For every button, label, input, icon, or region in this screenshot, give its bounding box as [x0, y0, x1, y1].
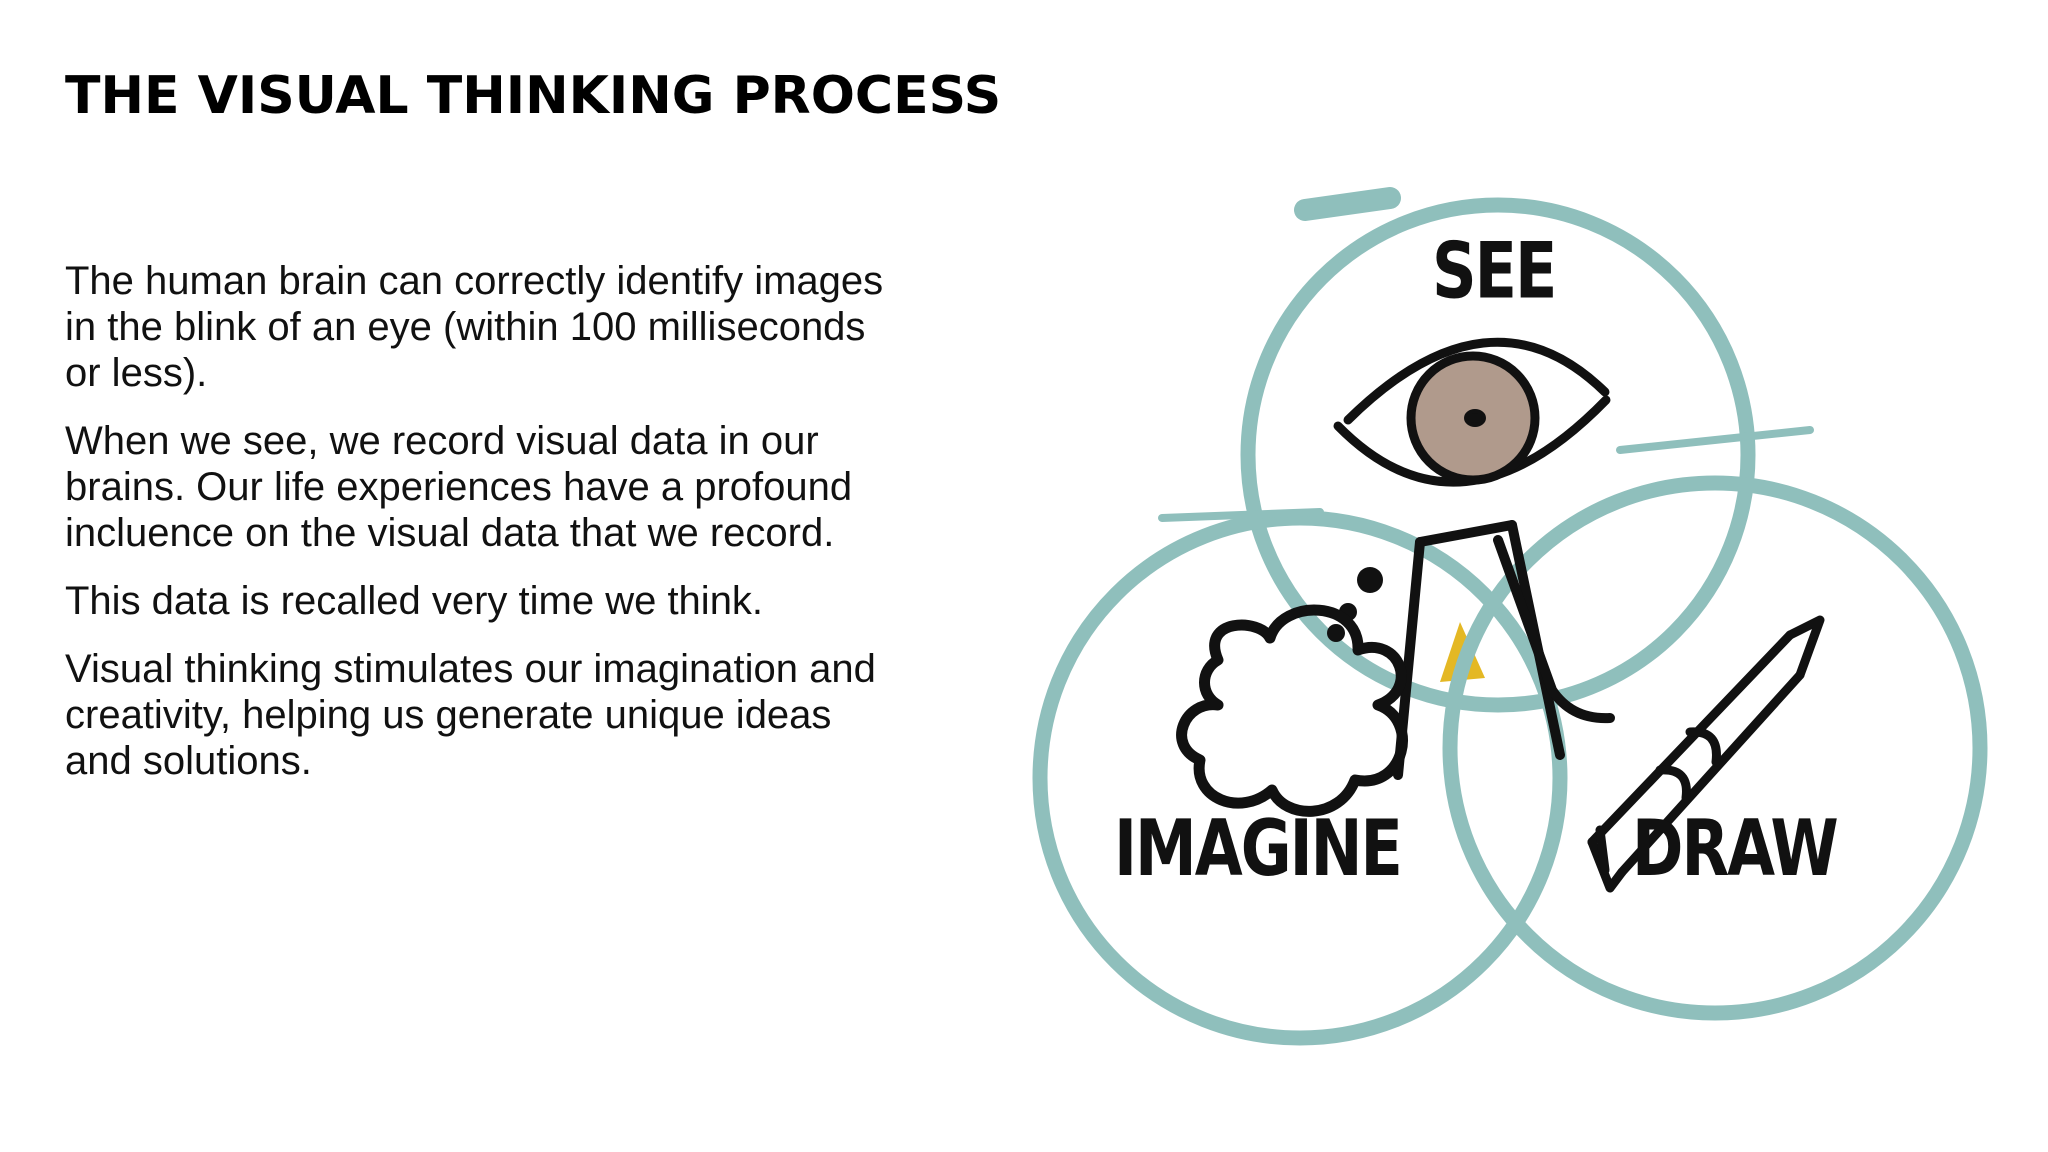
paragraph-record: When we see, we record visual data in ou…	[65, 419, 853, 555]
draw-circle-tail	[1616, 426, 1814, 454]
paragraph-blink: The human brain can correctly identify i…	[65, 259, 884, 395]
draw-label: DRAW	[1632, 803, 1837, 894]
imagine-circle	[1032, 510, 1568, 1046]
pencil-icon	[1587, 615, 1825, 893]
body-text: The human brain can correctly identify i…	[65, 258, 895, 806]
thought-cloud-icon	[1176, 604, 1408, 817]
see-label: SEE	[1432, 226, 1555, 317]
thought-dots	[1327, 567, 1383, 642]
imagine-label: IMAGINE	[1114, 803, 1401, 894]
slide-title: THE VISUAL THINKING PROCESS	[65, 66, 1002, 126]
paragraph-creativity: Visual thinking stimulates our imaginati…	[65, 647, 876, 783]
stick-figure-icon	[1393, 520, 1615, 780]
draw-circle	[1442, 475, 1988, 1021]
see-circle	[1240, 197, 1756, 713]
diagram-svg: SEE IMAGINE DRAW	[1032, 187, 1988, 1046]
paragraph-recall: This data is recalled very time we think…	[65, 579, 764, 623]
eye-icon	[1333, 337, 1611, 487]
visual-thinking-diagram: SEE IMAGINE DRAW	[900, 130, 2020, 1090]
see-circle-tail	[1294, 187, 1401, 221]
imagine-circle-tail	[1158, 508, 1324, 522]
